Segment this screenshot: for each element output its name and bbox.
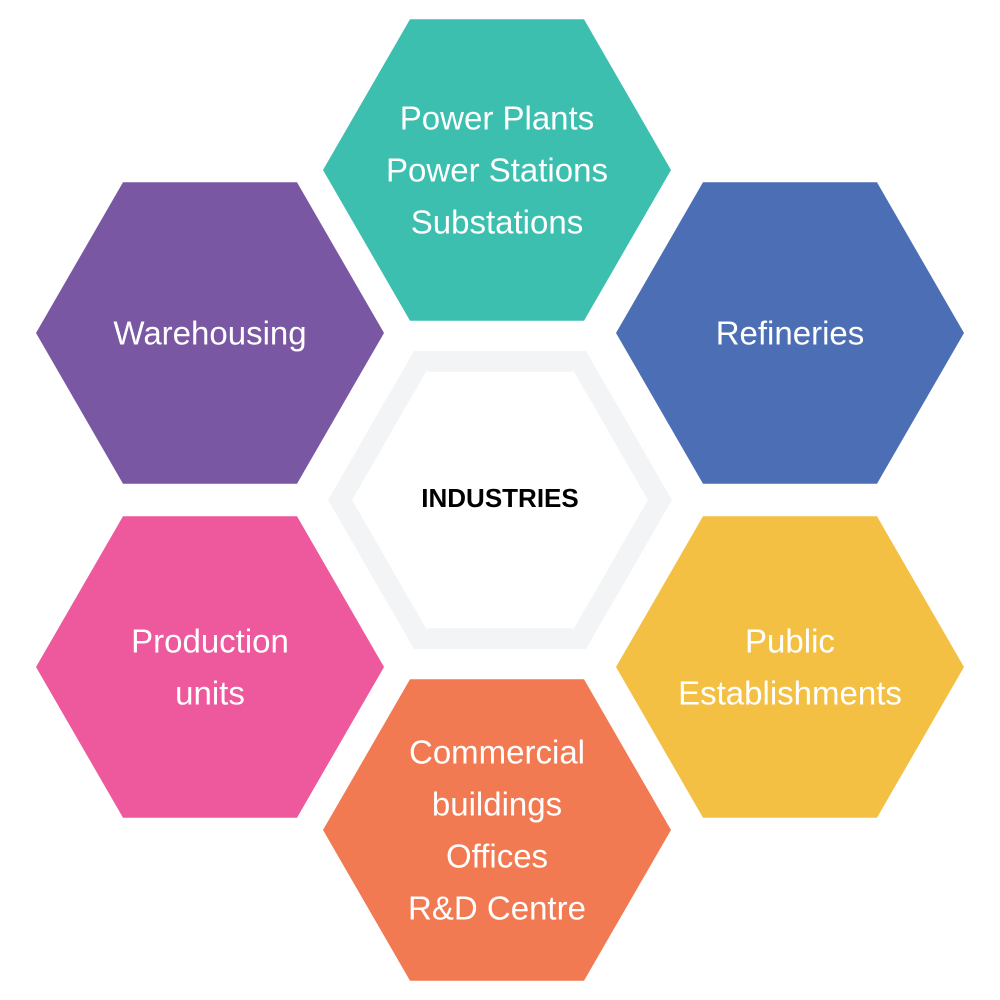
hexagon-production-label-line: Production bbox=[131, 623, 289, 660]
hexagon-commercial-label-line: R&D Centre bbox=[408, 890, 586, 927]
hexagon-warehousing: Warehousing bbox=[36, 182, 384, 484]
hexagon-public-label-line: Public bbox=[745, 623, 835, 660]
hexagon-power-label-line: Substations bbox=[411, 204, 583, 241]
hexagon-refineries: Refineries bbox=[616, 182, 964, 484]
hexagon-production-shape bbox=[36, 516, 384, 818]
hexagon-commercial-shape bbox=[323, 679, 671, 981]
hexagon-commercial-label-line: Commercial bbox=[409, 734, 585, 771]
hexagon-commercial-label-line: buildings bbox=[432, 786, 562, 823]
hexagon-power-shape bbox=[323, 19, 671, 321]
hexagon-refineries-label-line: Refineries bbox=[716, 315, 865, 352]
hexagon-public-shape bbox=[616, 516, 964, 818]
hexagon-commercial-label-line: Offices bbox=[446, 838, 548, 875]
hexagon-warehousing-shape bbox=[36, 182, 384, 484]
center-label: INDUSTRIES bbox=[421, 483, 578, 513]
hexagon-power-label-line: Power Plants bbox=[400, 100, 594, 137]
center-hexagon-fill bbox=[352, 371, 648, 629]
hexagon-warehousing-label-line: Warehousing bbox=[113, 315, 306, 352]
hexagon-refineries-shape bbox=[616, 182, 964, 484]
hexagon-power-label-line: Power Stations bbox=[386, 152, 608, 189]
hexagon-production: Production units bbox=[36, 516, 384, 818]
hexagon-public-label-line: Establishments bbox=[678, 675, 902, 712]
center-hexagon: INDUSTRIES bbox=[328, 351, 672, 649]
hexagon-production-label-line: units bbox=[175, 675, 245, 712]
